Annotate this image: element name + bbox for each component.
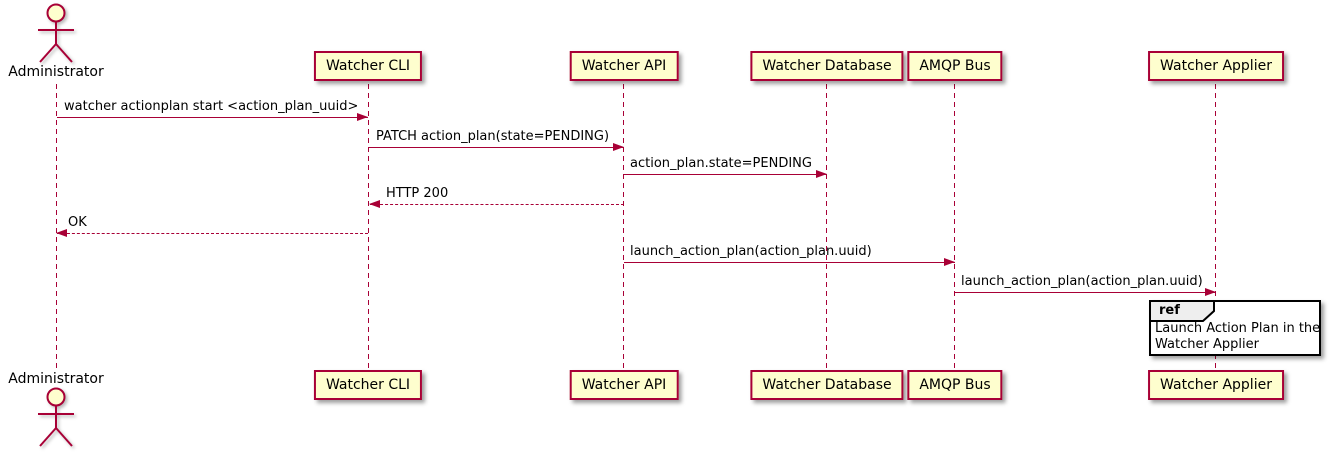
participant-top-amqp-bus: AMQP Bus	[907, 51, 1003, 81]
lifeline-watcher-database	[826, 84, 827, 370]
message-7-line	[955, 292, 1216, 293]
lifeline-amqp-bus	[954, 84, 955, 370]
participant-bottom-watcher-cli: Watcher CLI	[313, 370, 423, 400]
message-2-label: PATCH action_plan(state=PENDING)	[376, 129, 610, 144]
message-3-arrowhead-icon	[816, 170, 827, 178]
actor-icon	[38, 3, 74, 63]
message-1-line	[57, 117, 368, 118]
ref-text-line2: Watcher Applier	[1155, 337, 1259, 352]
message-2-line	[368, 147, 624, 148]
message-3-line	[624, 174, 827, 175]
message-1-arrowhead-icon	[357, 113, 368, 121]
participant-top-watcher-applier: Watcher Applier	[1148, 51, 1284, 81]
message-4-arrowhead-icon	[369, 200, 380, 208]
message-6-arrowhead-icon	[944, 258, 955, 266]
message-7-label: launch_action_plan(action_plan.uuid)	[961, 274, 1203, 289]
participant-bottom-watcher-applier: Watcher Applier	[1148, 370, 1284, 400]
ref-fragment: ref Launch Action Plan in the Watcher Ap…	[1149, 300, 1321, 356]
message-4-label: HTTP 200	[386, 186, 449, 201]
ref-keyword: ref	[1159, 303, 1180, 318]
ref-text-line1: Launch Action Plan in the	[1155, 321, 1321, 336]
ref-header-shape	[1149, 300, 1215, 322]
lifeline-watcher-applier	[1215, 84, 1216, 370]
message-5-label: OK	[68, 215, 87, 230]
lifeline-watcher-api	[623, 84, 624, 370]
actor-label-bottom: Administrator	[8, 371, 104, 387]
message-4-line	[370, 204, 624, 205]
participant-bottom-watcher-api: Watcher API	[569, 370, 679, 400]
message-6-label: launch_action_plan(action_plan.uuid)	[630, 244, 872, 259]
participant-bottom-watcher-database: Watcher Database	[750, 370, 904, 400]
participant-bottom-amqp-bus: AMQP Bus	[907, 370, 1003, 400]
lifeline-administrator	[56, 84, 57, 370]
lifeline-watcher-cli	[368, 84, 369, 370]
message-1-label: watcher actionplan start <action_plan_uu…	[64, 99, 359, 114]
message-3-label: action_plan.state=PENDING	[630, 156, 812, 171]
message-6-line	[624, 262, 955, 263]
message-2-arrowhead-icon	[613, 143, 624, 151]
actor-icon-bottom	[38, 387, 74, 447]
participant-top-watcher-api: Watcher API	[569, 51, 679, 81]
message-7-arrowhead-icon	[1205, 288, 1216, 296]
message-5-arrowhead-icon	[56, 229, 67, 237]
message-5-line	[57, 233, 368, 234]
participant-top-watcher-cli: Watcher CLI	[313, 51, 423, 81]
actor-label-top: Administrator	[8, 64, 104, 80]
participant-top-watcher-database: Watcher Database	[750, 51, 904, 81]
